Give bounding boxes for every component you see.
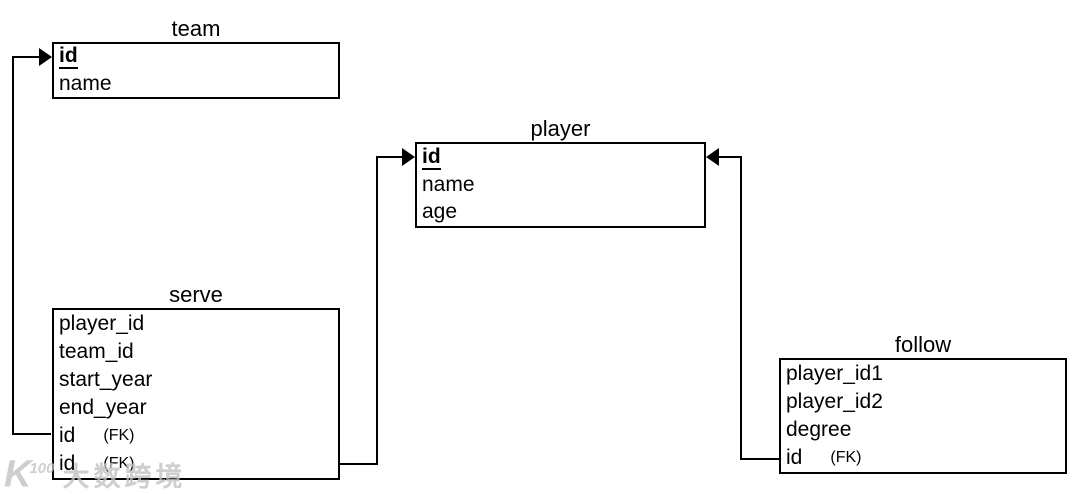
field-player-id: id (422, 144, 441, 170)
field-follow-player-id2: player_id2 (786, 390, 883, 413)
fk-tag: (FK) (103, 455, 135, 472)
entity-follow[interactable]: follow player_id1 player_id2 degree id (… (779, 332, 1067, 474)
arrowhead-player-id-left (402, 148, 415, 166)
field-serve-team-id: team_id (59, 340, 134, 363)
entity-player-title: player (530, 116, 591, 141)
entity-player[interactable]: player id name age (415, 116, 706, 228)
field-follow-degree: degree (786, 418, 852, 441)
entity-team-box[interactable]: id name (52, 42, 340, 99)
entity-player-box[interactable]: id name age (415, 142, 706, 228)
entity-team-title: team (171, 16, 221, 41)
field-follow-id-fk: id (FK) (786, 446, 862, 469)
field-player-name: name (422, 172, 475, 196)
field-serve-id-fk-1: id (FK) (59, 424, 135, 447)
connector-follow-player[interactable] (719, 156, 779, 460)
entity-follow-title: follow (894, 332, 952, 357)
entity-serve[interactable]: serve player_id team_id start_year end_y… (52, 282, 340, 480)
entity-serve-title: serve (169, 282, 223, 307)
entity-team[interactable]: team id name (52, 16, 340, 99)
field-follow-player-id1: player_id1 (786, 362, 883, 385)
arrowhead-player-id-right (706, 148, 719, 166)
field-serve-player-id: player_id (59, 312, 145, 335)
fk-tag: (FK) (103, 427, 135, 444)
connector-serve-team[interactable] (12, 56, 51, 435)
connector-serve-player[interactable] (340, 156, 402, 465)
arrowhead-team-id (39, 48, 52, 66)
field-team-id: id (59, 44, 78, 70)
field-serve-end-year: end_year (59, 396, 147, 419)
entity-serve-box[interactable]: player_id team_id start_year end_year id… (52, 308, 340, 480)
field-serve-start-year: start_year (59, 368, 153, 391)
field-player-age: age (422, 200, 458, 224)
entity-follow-box[interactable]: player_id1 player_id2 degree id (FK) (779, 358, 1067, 474)
field-team-name: name (59, 71, 112, 95)
fk-tag: (FK) (830, 449, 862, 466)
field-serve-id-fk-2: id (FK) (59, 452, 135, 475)
